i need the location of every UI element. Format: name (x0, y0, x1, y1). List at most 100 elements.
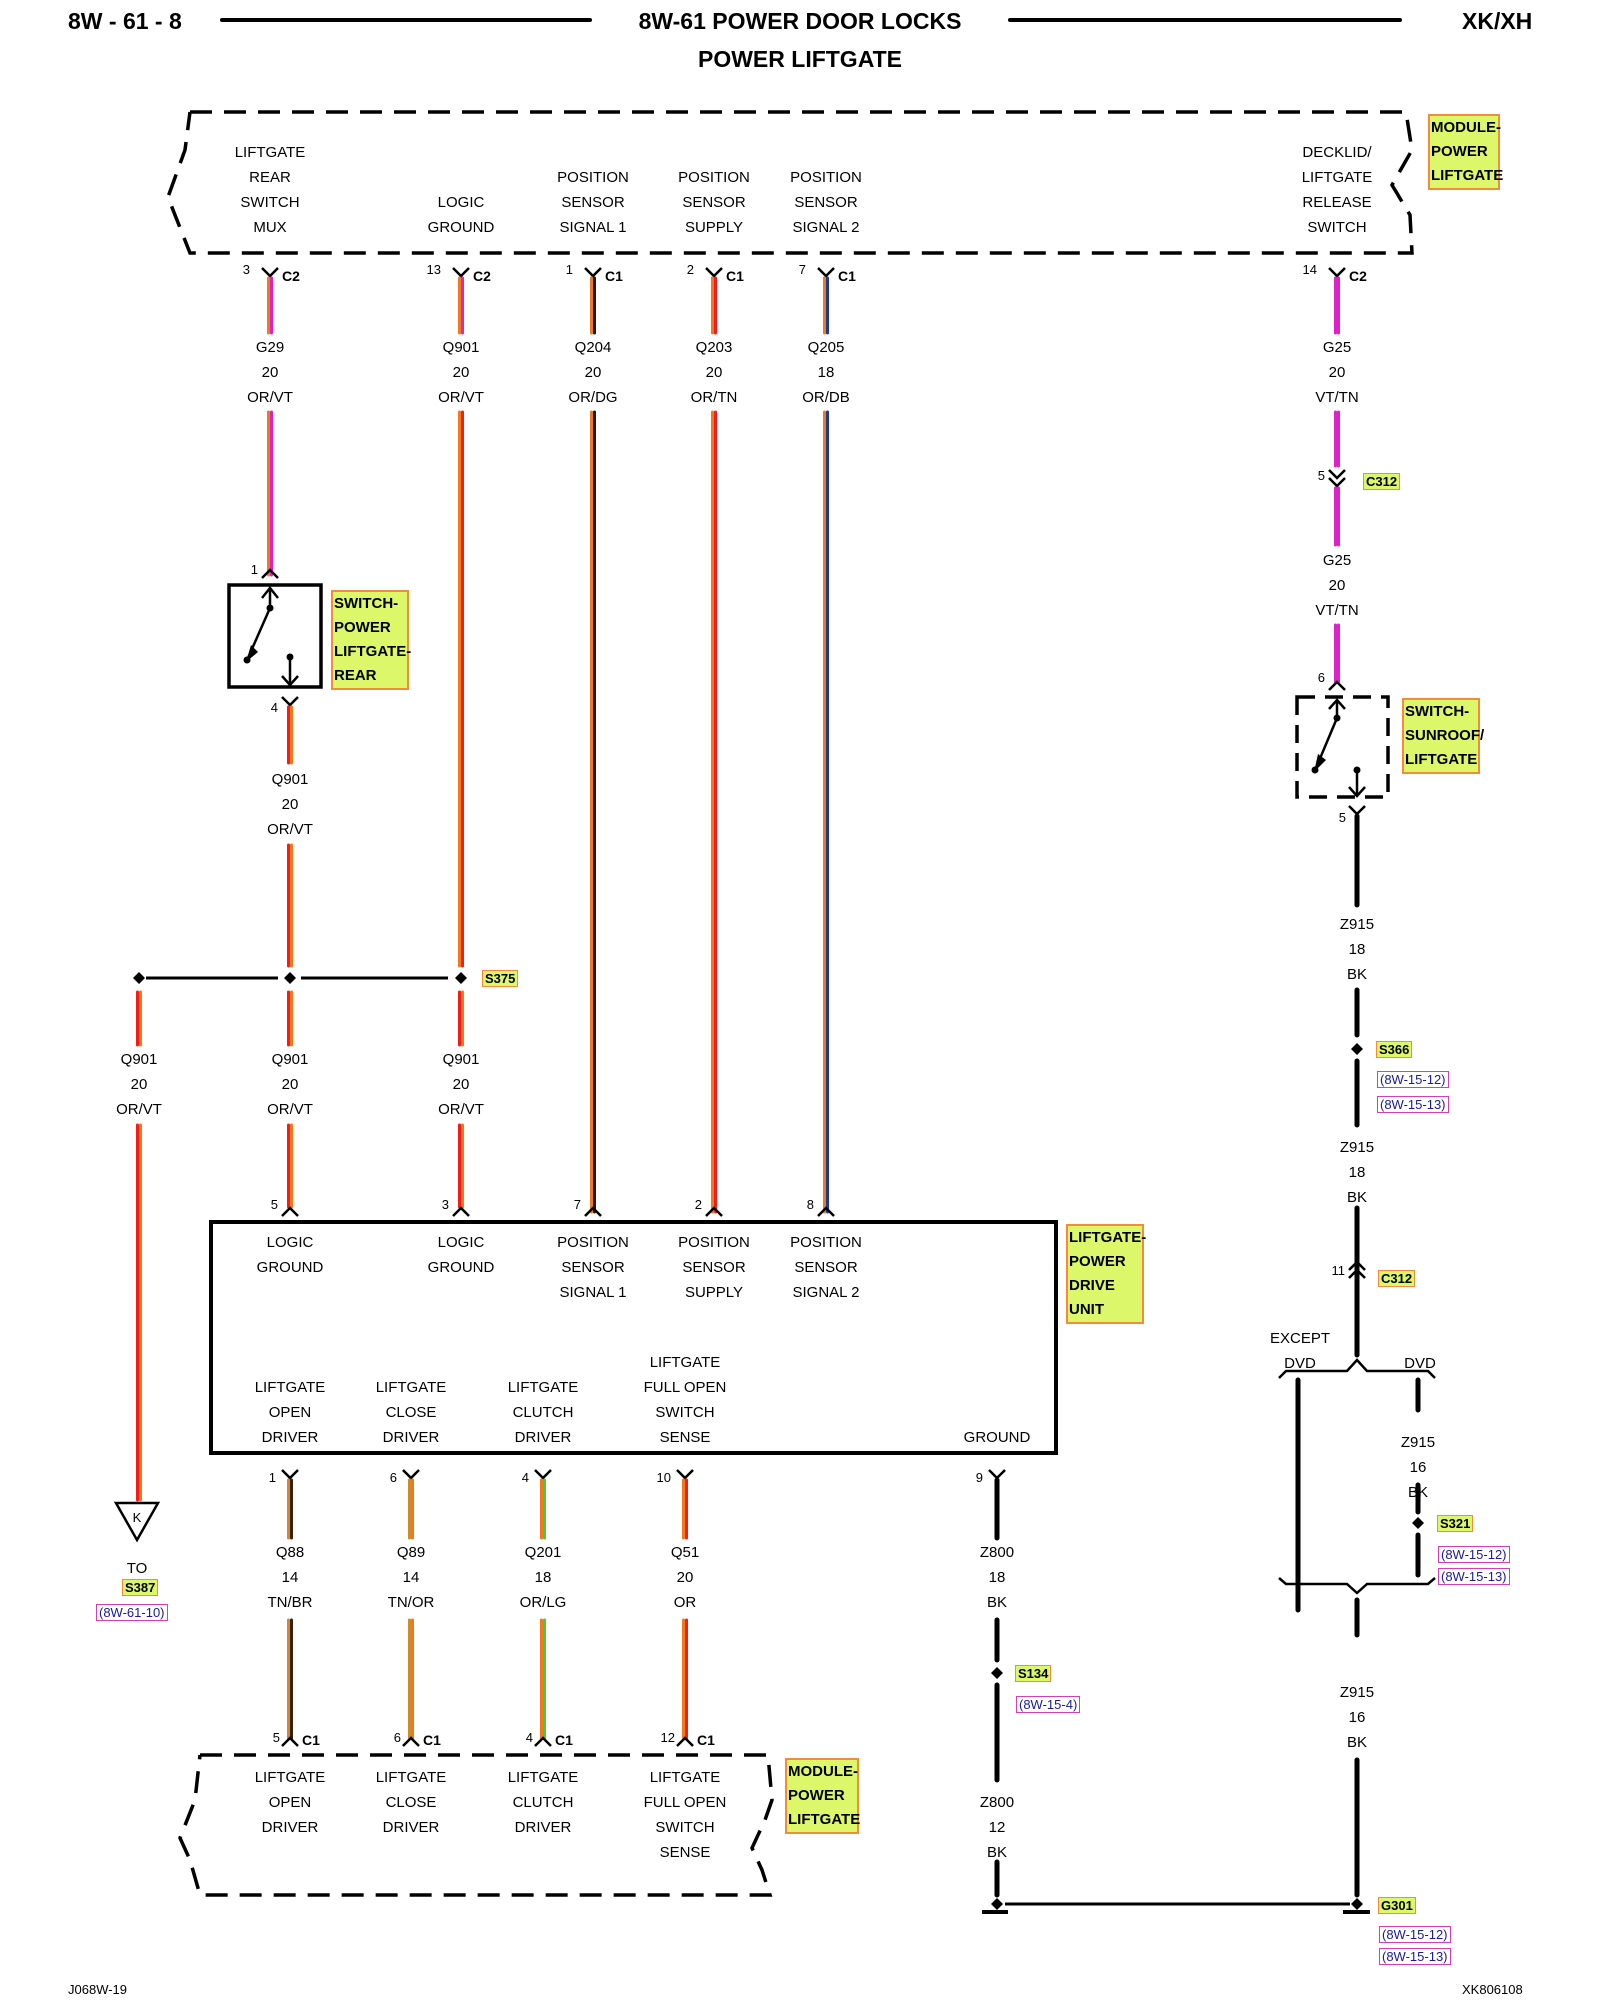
page-title: 8W-61 POWER DOOR LOCKS (638, 8, 962, 34)
wire-bottom-4-circuit: Z800 (979, 1544, 1015, 1561)
drive-unit-top-label: LOGIC (437, 1234, 485, 1251)
top-connector-id: C1 (838, 268, 856, 284)
drive-unit-bottom-label: CLUTCH (512, 1404, 574, 1421)
drive-unit-outline (209, 1220, 1058, 1455)
offpage-ref-link[interactable]: (8W-61-10) (96, 1604, 168, 1621)
drive-unit-bottom-label: SENSE (659, 1429, 711, 1446)
s321-ref-link[interactable]: (8W-15-13) (1438, 1568, 1510, 1585)
bottom-module-connector: C1 (555, 1732, 573, 1748)
wire-z915-c-circuit: Z915 (1339, 1684, 1375, 1701)
top-module-pin-label: POSITION (790, 169, 862, 186)
bottom-module-pin-label: SWITCH (655, 1819, 715, 1836)
drive-unit-bottom-label: GROUND (963, 1429, 1031, 1446)
drive-unit-name: LIFTGATE- POWER DRIVE UNIT (1066, 1224, 1147, 1324)
offpage-letter: K (132, 1510, 142, 1525)
rear-switch-name-line: REAR (334, 667, 377, 684)
bottom-module-connector: C1 (302, 1732, 320, 1748)
drive-unit-top-pin: 7 (573, 1197, 581, 1212)
drive-unit-name-line: DRIVE (1069, 1277, 1115, 1294)
drive-unit-bottom-pin: 10 (656, 1470, 671, 1485)
bottom-module-pin: 12 (660, 1730, 675, 1745)
wire-bottom-4-color: BK (986, 1594, 1008, 1611)
wire-top-5-circuit: G25 (1322, 339, 1352, 356)
drive-unit-name-line: LIFTGATE- (1069, 1229, 1147, 1246)
s366-ref-link[interactable]: (8W-15-12) (1377, 1071, 1449, 1088)
wire-s375-branch-1-gauge: 20 (281, 1076, 299, 1093)
wire-bottom-0-gauge: 14 (281, 1569, 299, 1586)
sunroof-switch-pin-out: 5 (1338, 810, 1346, 825)
top-module-pin-label: MUX (253, 219, 287, 236)
wire-bottom-0-circuit: Q88 (275, 1544, 305, 1561)
bottom-module-pin-label: CLOSE (385, 1794, 437, 1811)
drive-unit-top-pin-glyph (584, 1206, 602, 1217)
c312-bottom-pin: 11 (1331, 1263, 1346, 1278)
wire-s375-branch-0-circuit: Q901 (120, 1051, 158, 1068)
drive-unit-bottom-label: DRIVER (382, 1429, 440, 1446)
drive-unit-bottom-pin: 9 (975, 1470, 983, 1485)
c312-top-glyph (1328, 469, 1346, 480)
top-connector-glyph (452, 267, 470, 278)
wire-s375-branch-0-color: OR/VT (116, 1101, 162, 1118)
wire-top-3-gauge: 20 (705, 364, 723, 381)
wire-bottom-1-color: TN/OR (387, 1594, 435, 1611)
s321-ref-link[interactable]: (8W-15-12) (1438, 1546, 1510, 1563)
wire-top-4-color: OR/DB (802, 389, 850, 406)
wire-bottom-3-color: OR (673, 1594, 697, 1611)
top-connector-id: C2 (473, 268, 491, 284)
g301-ref-link[interactable]: (8W-15-13) (1379, 1948, 1451, 1965)
top-module-pin-label: SWITCH (1307, 219, 1367, 236)
top-module-pin-label: POSITION (557, 169, 629, 186)
footer-right-code: XK806108 (1462, 1982, 1523, 1997)
bottom-module-name-line: MODULE- (788, 1763, 858, 1780)
drive-unit-top-label: GROUND (256, 1259, 324, 1276)
drive-unit-top-pin-glyph (817, 1206, 835, 1217)
wire-s375-branch-1-color: OR/VT (267, 1101, 313, 1118)
top-connector-glyph (1328, 267, 1346, 278)
wire-bottom-2-color: OR/LG (519, 1594, 567, 1611)
bottom-module-pin: 4 (525, 1730, 533, 1745)
offpage-connector-k-symbol (113, 1501, 161, 1543)
wire-z915-b-circuit: Z915 (1339, 1139, 1375, 1156)
g301-ref-link[interactable]: (8W-15-12) (1379, 1926, 1451, 1943)
wire-s375-branch-2-circuit: Q901 (442, 1051, 480, 1068)
top-connector-id: C2 (282, 268, 300, 284)
wire-top-2-color: OR/DG (568, 389, 618, 406)
sunroof-switch-pin-in: 6 (1317, 670, 1325, 685)
wire-z800-lower-gauge: 12 (988, 1819, 1006, 1836)
drive-unit-top-label: SENSOR (794, 1259, 858, 1276)
s366-ref-link[interactable]: (8W-15-13) (1377, 1096, 1449, 1113)
wire-top-0-circuit: G29 (255, 339, 285, 356)
bottom-module-pin-glyph (281, 1736, 299, 1747)
wire-z915-dvd-circuit: Z915 (1400, 1434, 1436, 1451)
c312-top-glyph (1328, 477, 1346, 488)
wire-bottom-1-gauge: 14 (402, 1569, 420, 1586)
drive-unit-name-line: UNIT (1069, 1301, 1104, 1318)
drive-unit-top-label: POSITION (557, 1234, 629, 1251)
top-module-pin-label: LIFTGATE (1301, 169, 1373, 186)
c312-bottom-glyph (1348, 1268, 1366, 1279)
sunroof-switch-name-line: SUNROOF/ (1405, 727, 1485, 744)
bottom-module-pin-label: OPEN (268, 1794, 312, 1811)
drive-unit-name-line: POWER (1069, 1253, 1126, 1270)
drive-unit-bottom-label: DRIVER (261, 1429, 319, 1446)
bottom-module-connector: C1 (423, 1732, 441, 1748)
s134-ref-link[interactable]: (8W-15-4) (1016, 1696, 1081, 1713)
wire-top-0-gauge: 20 (261, 364, 279, 381)
wire-z800-lower-color: BK (986, 1844, 1008, 1861)
wire-top-1-color: OR/VT (438, 389, 484, 406)
drive-unit-bottom-label: LIFTGATE (254, 1379, 326, 1396)
dvd-branch-brackets (1278, 1358, 1436, 1595)
drive-unit-bottom-pin: 1 (268, 1470, 276, 1485)
drive-unit-bottom-label: CLOSE (385, 1404, 437, 1421)
rear-switch-name-line: LIFTGATE- (334, 643, 412, 660)
wire-top-1-gauge: 20 (452, 364, 470, 381)
top-module-pin-label: SWITCH (240, 194, 300, 211)
wire-z800-lower-circuit: Z800 (979, 1794, 1015, 1811)
wire-bottom-3-gauge: 20 (676, 1569, 694, 1586)
rear-switch-pin1-glyph (261, 568, 279, 579)
wire-s375-branch-1-circuit: Q901 (271, 1051, 309, 1068)
wire-top-5-gauge: 20 (1328, 364, 1346, 381)
bottom-module-name-line: POWER (788, 1787, 845, 1804)
